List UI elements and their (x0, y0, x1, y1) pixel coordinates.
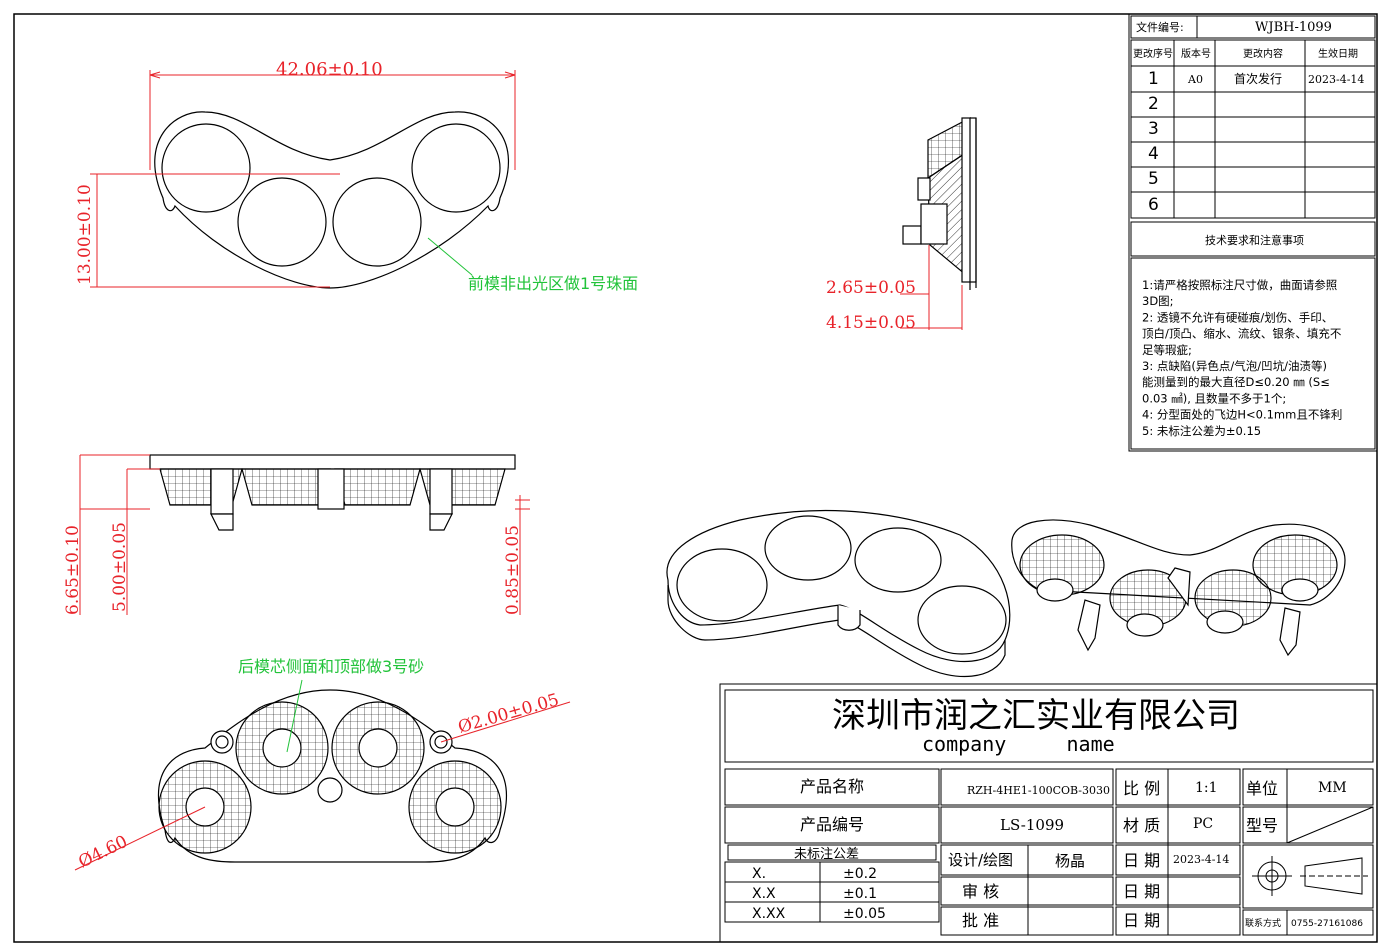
dia460-leader (74, 806, 206, 871)
col-date: 生效日期 (1318, 47, 1358, 60)
unit: MM (1318, 780, 1347, 796)
revision-rows: 1 A0 首次发行 2023-4-14 2 3 4 5 6 (1148, 69, 1364, 215)
sheet-border (13, 13, 1378, 943)
front-note-leader (427, 237, 473, 276)
dim-265: 2.65±0.05 (826, 278, 916, 298)
contact-label: 联系方式 (1245, 917, 1281, 929)
product-no-label: 产品编号 (800, 815, 864, 834)
model-label: 型号 (1246, 816, 1278, 835)
rev-seq: 5 (1148, 169, 1159, 189)
iso-view-front (666, 509, 1011, 678)
material: PC (1193, 816, 1213, 832)
tol-key: X.X (752, 886, 776, 902)
file-no-label: 文件编号: (1136, 20, 1184, 34)
dim-500: 5.00±0.05 (110, 522, 130, 612)
tol-title: 未标注公差 (794, 847, 859, 862)
tol-value: ±0.1 (843, 886, 877, 902)
rear-note-leader (286, 679, 303, 753)
tol-key: X. (752, 866, 766, 882)
rev-seq: 1 (1148, 69, 1159, 89)
tolerance-rows: X. ±0.2X.X ±0.1X.XX ±0.05 (752, 866, 886, 922)
rear-note: 后模芯侧面和顶部做3号砂 (238, 657, 424, 676)
note-line: 足等瑕疵; (1142, 343, 1192, 357)
note-line: 能测量到的最大直径D≤0.20 ㎜ (S≤ (1142, 375, 1330, 389)
dim-dia460: Ø4.60 (75, 832, 130, 873)
review-label: 审 核 (962, 882, 999, 901)
col-seq: 更改序号 (1133, 47, 1173, 60)
front-note: 前模非出光区做1号珠面 (468, 274, 638, 293)
dim-side (900, 245, 963, 330)
note-line: 2: 透镜不允许有硬碰痕/划伤、手印、 (1142, 310, 1333, 324)
dim-415: 4.15±0.05 (826, 313, 916, 333)
date-label-2: 日 期 (1123, 882, 1160, 901)
tol-value: ±0.05 (843, 906, 886, 922)
col-ver: 版本号 (1181, 47, 1211, 60)
rev-seq: 4 (1148, 144, 1159, 164)
rear-view (157, 689, 507, 863)
product-name-label: 产品名称 (800, 777, 864, 796)
dim-height-text: 13.00±0.10 (75, 184, 95, 285)
approve-label: 批 准 (962, 911, 999, 930)
note-line: 4: 分型面处的飞边H<0.1mm且不锋利 (1142, 408, 1342, 422)
contact: 0755-27161086 (1291, 919, 1363, 929)
date-label-1: 日 期 (1123, 851, 1160, 870)
design-label: 设计/绘图 (948, 851, 1013, 869)
scale: 1:1 (1195, 780, 1218, 796)
tol-value: ±0.2 (843, 866, 877, 882)
dim-665: 6.65±0.10 (63, 525, 83, 615)
rev-ver: A0 (1187, 73, 1203, 86)
note-line: 顶白/顶凸、缩水、流纹、银条、填充不 (1142, 327, 1342, 341)
scale-label: 比 例 (1123, 779, 1160, 798)
rev-seq: 3 (1148, 119, 1159, 139)
file-no: WJBH-1099 (1255, 20, 1332, 35)
rev-seq: 6 (1148, 195, 1159, 215)
dim-dia200: Ø2.00±0.05 (456, 690, 561, 738)
notes-lines: 1:请严格按照标注尺寸做，曲面请参照 3D图; 2: 透镜不允许有硬碰痕/划伤、手印… (1142, 278, 1342, 438)
elevation-view (149, 454, 516, 531)
dim-height (90, 173, 340, 288)
product-name: RZH-4HE1-100COB-3030 (967, 784, 1110, 797)
iso-view-rear (1011, 519, 1346, 657)
dia200-leader (440, 701, 571, 743)
dim-085: 0.85±0.05 (503, 525, 523, 615)
notes-title: 技术要求和注意事项 (1205, 233, 1304, 247)
rev-date: 2023-4-14 (1308, 73, 1364, 86)
note-line: 3: 点缺陷(异色点/气泡/凹坑/油渍等) (1142, 359, 1327, 373)
note-line: 5: 未标注公差为±0.15 (1142, 424, 1261, 438)
material-label: 材 质 (1123, 816, 1160, 835)
dim-width-text: 42.06±0.10 (276, 59, 383, 80)
side-view (902, 117, 977, 290)
date: 2023-4-14 (1173, 853, 1229, 866)
note-line: 0.03 ㎟), 且数量不多于1个; (1142, 391, 1286, 405)
rev-seq: 2 (1148, 94, 1159, 114)
designer: 杨晶 (1055, 852, 1085, 870)
unit-label: 单位 (1246, 779, 1278, 798)
col-content: 更改内容 (1243, 47, 1283, 60)
title-block (719, 683, 1378, 943)
company-en: company name (922, 732, 1115, 756)
note-line: 1:请严格按照标注尺寸做，曲面请参照 (1142, 278, 1337, 292)
note-line: 3D图; (1142, 294, 1174, 308)
front-view (154, 111, 510, 289)
date-label-3: 日 期 (1123, 911, 1160, 930)
tol-key: X.XX (752, 906, 786, 922)
rev-content: 首次发行 (1234, 71, 1282, 86)
product-no: LS-1099 (1000, 816, 1064, 834)
dim-elevation (79, 454, 530, 615)
dim-width (149, 70, 516, 170)
company-cn: 深圳市润之汇实业有限公司 (832, 696, 1240, 736)
revision-table (1128, 13, 1378, 452)
